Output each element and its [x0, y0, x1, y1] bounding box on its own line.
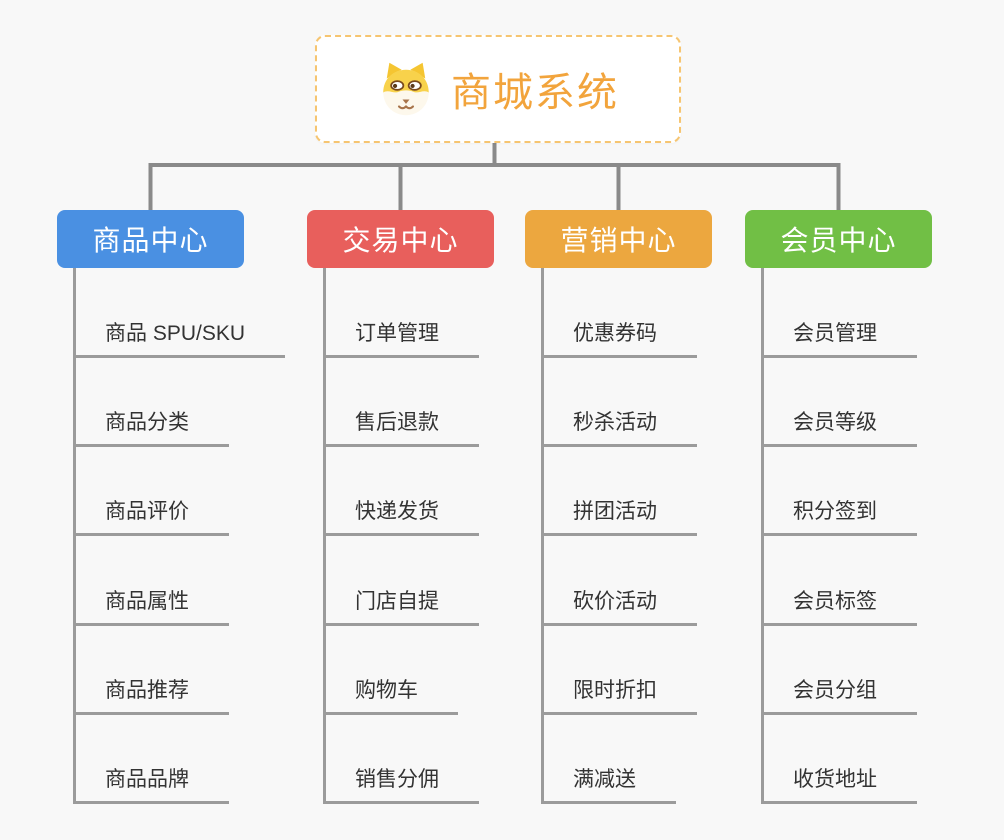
- branch-label: 商品中心: [92, 225, 209, 256]
- child-topic-spend-and-save[interactable]: 满减送: [541, 765, 676, 804]
- child-topic-flash-sale[interactable]: 秒杀活动: [541, 408, 697, 447]
- child-topic-group-buy[interactable]: 拼团活动: [541, 497, 697, 536]
- child-topic-member-level[interactable]: 会员等级: [761, 408, 917, 447]
- child-topic-order-management[interactable]: 订单管理: [323, 319, 479, 358]
- child-topic-product-brand[interactable]: 商品品牌: [73, 765, 229, 804]
- branch-label: 营销中心: [560, 225, 677, 256]
- root-node[interactable]: 商城系统: [315, 35, 681, 143]
- child-topic-store-pickup[interactable]: 门店自提: [323, 587, 479, 626]
- child-topic-shipping-address[interactable]: 收货地址: [761, 765, 917, 804]
- branch-node-product-center[interactable]: 商品中心: [57, 210, 244, 268]
- child-topic-express-shipping[interactable]: 快递发货: [323, 497, 479, 536]
- child-topic-member-groups[interactable]: 会员分组: [761, 676, 917, 715]
- root-title: 商城系统: [451, 71, 619, 115]
- branch-node-marketing-center[interactable]: 营销中心: [525, 210, 712, 268]
- child-topic-product-spu-sku[interactable]: 商品 SPU/SKU: [73, 319, 286, 358]
- child-topic-member-management[interactable]: 会员管理: [761, 319, 917, 358]
- child-topic-after-sales-refund[interactable]: 售后退款: [323, 408, 479, 447]
- child-topic-product-recommend[interactable]: 商品推荐: [73, 676, 229, 715]
- child-topic-product-category[interactable]: 商品分类: [73, 408, 229, 447]
- child-topic-coupon-code[interactable]: 优惠券码: [541, 319, 697, 358]
- child-topic-limited-time-discount[interactable]: 限时折扣: [541, 676, 697, 715]
- branch-node-trade-center[interactable]: 交易中心: [307, 210, 494, 268]
- child-topic-member-tags[interactable]: 会员标签: [761, 587, 917, 626]
- branch-node-member-center[interactable]: 会员中心: [745, 210, 932, 268]
- child-topic-shopping-cart[interactable]: 购物车: [323, 676, 458, 715]
- branch-label: 交易中心: [342, 225, 459, 256]
- child-topic-product-review[interactable]: 商品评价: [73, 497, 229, 536]
- shiba-dog-icon: [383, 62, 429, 116]
- child-topic-points-checkin[interactable]: 积分签到: [761, 497, 917, 536]
- child-topic-sales-commission[interactable]: 销售分佣: [323, 765, 479, 804]
- child-topic-product-attribute[interactable]: 商品属性: [73, 587, 229, 626]
- child-topic-bargain-activity[interactable]: 砍价活动: [541, 587, 697, 626]
- branch-label: 会员中心: [780, 225, 897, 256]
